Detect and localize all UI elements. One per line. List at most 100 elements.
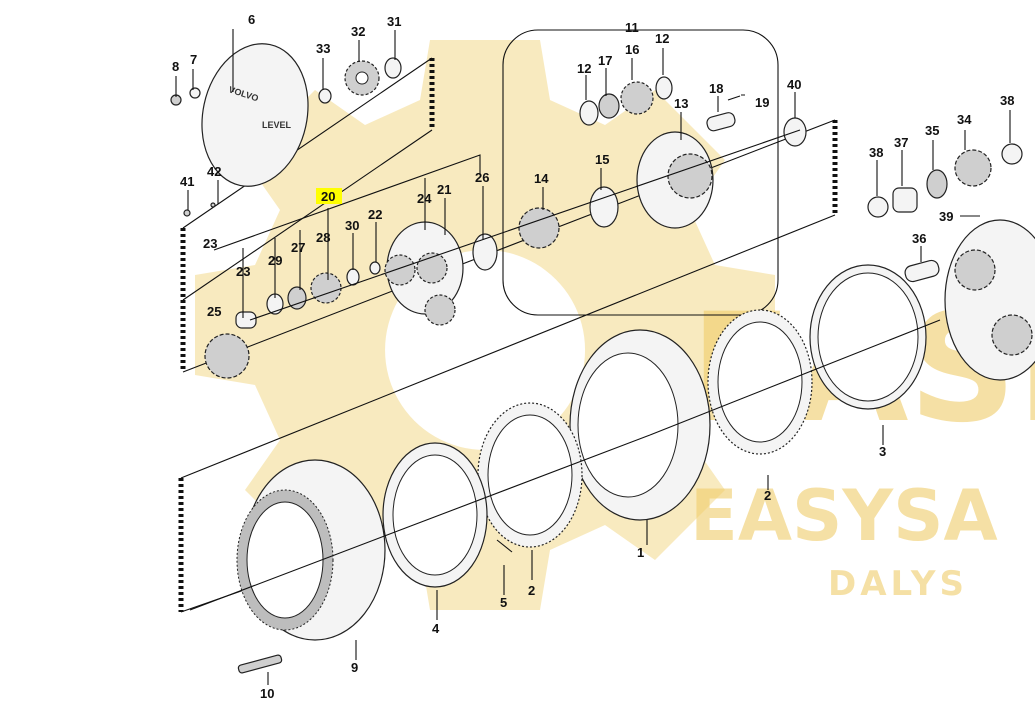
callout-37[interactable]: 37 — [894, 135, 908, 150]
callout-23[interactable]: 23 — [236, 264, 250, 279]
callout-6[interactable]: 6 — [248, 12, 255, 27]
callout-9[interactable]: 9 — [351, 660, 358, 675]
cover-plate — [201, 43, 309, 187]
callout-36[interactable]: 36 — [912, 231, 926, 246]
frame-line — [182, 129, 433, 301]
cover-small-text: LEVEL — [262, 120, 292, 130]
callout-42[interactable]: 42 — [207, 164, 221, 179]
washer-31 — [384, 57, 402, 79]
callout-11[interactable]: 11 — [625, 20, 639, 35]
callout-27[interactable]: 27 — [291, 240, 305, 255]
frame-line — [180, 214, 836, 479]
callout-12[interactable]: 12 — [655, 31, 669, 46]
callout-34[interactable]: 34 — [957, 112, 972, 127]
gear-34 — [954, 149, 992, 187]
callout-21[interactable]: 21 — [437, 182, 451, 197]
callout-14[interactable]: 14 — [534, 171, 549, 186]
ring-26 — [472, 233, 498, 271]
callouts: 1 2 2 3 4 5 6 7 8 9 10 11 12 12 13 14 15… — [172, 12, 1014, 701]
frame-line — [182, 57, 433, 229]
bearing-2a-inner — [487, 414, 573, 536]
callout-2[interactable]: 2 — [764, 488, 771, 503]
carrier-gear-a — [384, 254, 416, 286]
callout-4[interactable]: 4 — [432, 621, 440, 636]
callout-8[interactable]: 8 — [172, 59, 179, 74]
callout-10[interactable]: 10 — [260, 686, 274, 701]
pin-42 — [210, 202, 216, 208]
gear-14 — [518, 207, 560, 249]
ring-gear-1-inner — [577, 352, 679, 498]
axis-line — [249, 129, 801, 321]
callout-32[interactable]: 32 — [351, 24, 365, 39]
callout-28[interactable]: 28 — [316, 230, 330, 245]
hub-9-bore — [246, 501, 324, 619]
leader — [876, 110, 1011, 262]
frame-line — [182, 119, 836, 373]
bearing-2b-inner — [717, 321, 803, 443]
carrier-39-gear-a — [954, 249, 996, 291]
callout-30[interactable]: 30 — [345, 218, 359, 233]
leader — [213, 154, 484, 318]
callout-15[interactable]: 15 — [595, 152, 609, 167]
pin-36 — [904, 259, 940, 283]
highlight-box — [316, 188, 342, 204]
callout-2[interactable]: 2 — [528, 583, 535, 598]
watermark-text-mid: EASYSA — [690, 475, 998, 557]
gear-16 — [620, 81, 654, 115]
callout-22[interactable]: 22 — [368, 207, 382, 222]
callout-35[interactable]: 35 — [925, 123, 939, 138]
callout-1[interactable]: 1 — [637, 545, 644, 560]
leader — [267, 425, 884, 685]
bolt-10 — [237, 654, 283, 674]
callout-18[interactable]: 18 — [709, 81, 723, 96]
watermark-text-small: DALYS — [828, 564, 968, 604]
callout-24[interactable]: 24 — [417, 191, 432, 206]
parts: VOLVO LEVEL — [170, 43, 1035, 674]
callout-31[interactable]: 31 — [387, 14, 401, 29]
axis-line — [649, 319, 941, 436]
carrier-39-gear-b — [991, 314, 1033, 356]
callout-38[interactable]: 38 — [1000, 93, 1014, 108]
carrier-gear-b — [424, 294, 456, 326]
callout-17[interactable]: 17 — [598, 53, 612, 68]
pin-23 — [235, 311, 257, 329]
callout-41[interactable]: 41 — [180, 174, 194, 189]
callout-33[interactable]: 33 — [316, 41, 330, 56]
ring-33 — [318, 88, 332, 104]
pin-19 — [727, 95, 741, 101]
ring-7 — [189, 87, 201, 99]
bearing-35 — [926, 169, 948, 199]
callout-29[interactable]: 29 — [268, 253, 282, 268]
callout-3[interactable]: 3 — [879, 444, 886, 459]
callout-7[interactable]: 7 — [190, 52, 197, 67]
callout-5[interactable]: 5 — [500, 595, 507, 610]
callout-23[interactable]: 23 — [203, 236, 217, 251]
callout-20[interactable]: 20 — [321, 189, 335, 204]
washer-38b — [1001, 143, 1023, 165]
ring-22 — [369, 261, 381, 275]
leader — [542, 48, 796, 210]
screw-41 — [183, 209, 191, 217]
carrier-13-gear — [667, 153, 713, 199]
bearing-17 — [598, 93, 620, 119]
gear-28 — [310, 272, 342, 304]
callout-38[interactable]: 38 — [869, 145, 883, 160]
washer-38a — [867, 196, 889, 218]
gear-25 — [204, 333, 250, 379]
leader — [175, 29, 396, 210]
bearing-27 — [287, 286, 307, 310]
washer-12b — [655, 76, 673, 100]
frame-box-11 — [502, 29, 779, 316]
spacer-37 — [892, 187, 918, 213]
callout-16[interactable]: 16 — [625, 42, 639, 57]
gear-32-bore — [355, 71, 369, 85]
callout-39[interactable]: 39 — [939, 209, 953, 224]
callout-40[interactable]: 40 — [787, 77, 801, 92]
callout-25[interactable]: 25 — [207, 304, 221, 319]
leader-lines — [175, 29, 1011, 685]
callout-26[interactable]: 26 — [475, 170, 489, 185]
callout-13[interactable]: 13 — [674, 96, 688, 111]
carrier-gear-c — [416, 252, 448, 284]
callout-12[interactable]: 12 — [577, 61, 591, 76]
callout-19[interactable]: 19 — [755, 95, 769, 110]
